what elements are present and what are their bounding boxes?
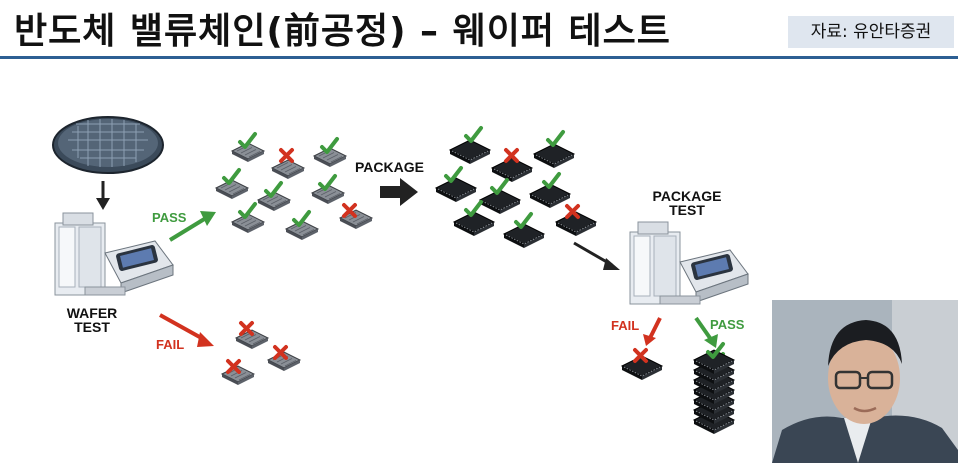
presenter-webcam (772, 300, 958, 463)
presenter-image (772, 300, 958, 463)
package-tester-machine (630, 222, 748, 304)
wafer-tester-machine (55, 213, 173, 295)
failed-package (622, 350, 662, 380)
down-arrow-icon (96, 181, 110, 210)
package-fail-label: FAIL (611, 318, 639, 333)
package-label: PACKAGE (355, 159, 424, 175)
passed-package-stack (694, 344, 734, 434)
failed-dies-group (222, 323, 300, 385)
package-arrow-icon (380, 178, 418, 206)
wafer-test-label-2: TEST (74, 319, 110, 335)
pass-label: PASS (152, 210, 187, 225)
package-pass-label: PASS (710, 317, 745, 332)
packaged-chips-group (436, 128, 596, 248)
title-bar: 반도체 밸류체인(前공정) – 웨이퍼 테스트 자료: 유안타증권 (0, 0, 958, 58)
package-fail-arrow-icon (643, 318, 660, 346)
to-package-test-arrow-icon (574, 243, 620, 270)
slide-title: 반도체 밸류체인(前공정) – 웨이퍼 테스트 (14, 2, 671, 54)
fail-label: FAIL (156, 337, 184, 352)
wafer-image (53, 117, 163, 173)
source-label: 자료: 유안타증권 (788, 16, 954, 48)
tested-dies-group (216, 134, 372, 240)
package-test-label-2: TEST (669, 202, 705, 218)
